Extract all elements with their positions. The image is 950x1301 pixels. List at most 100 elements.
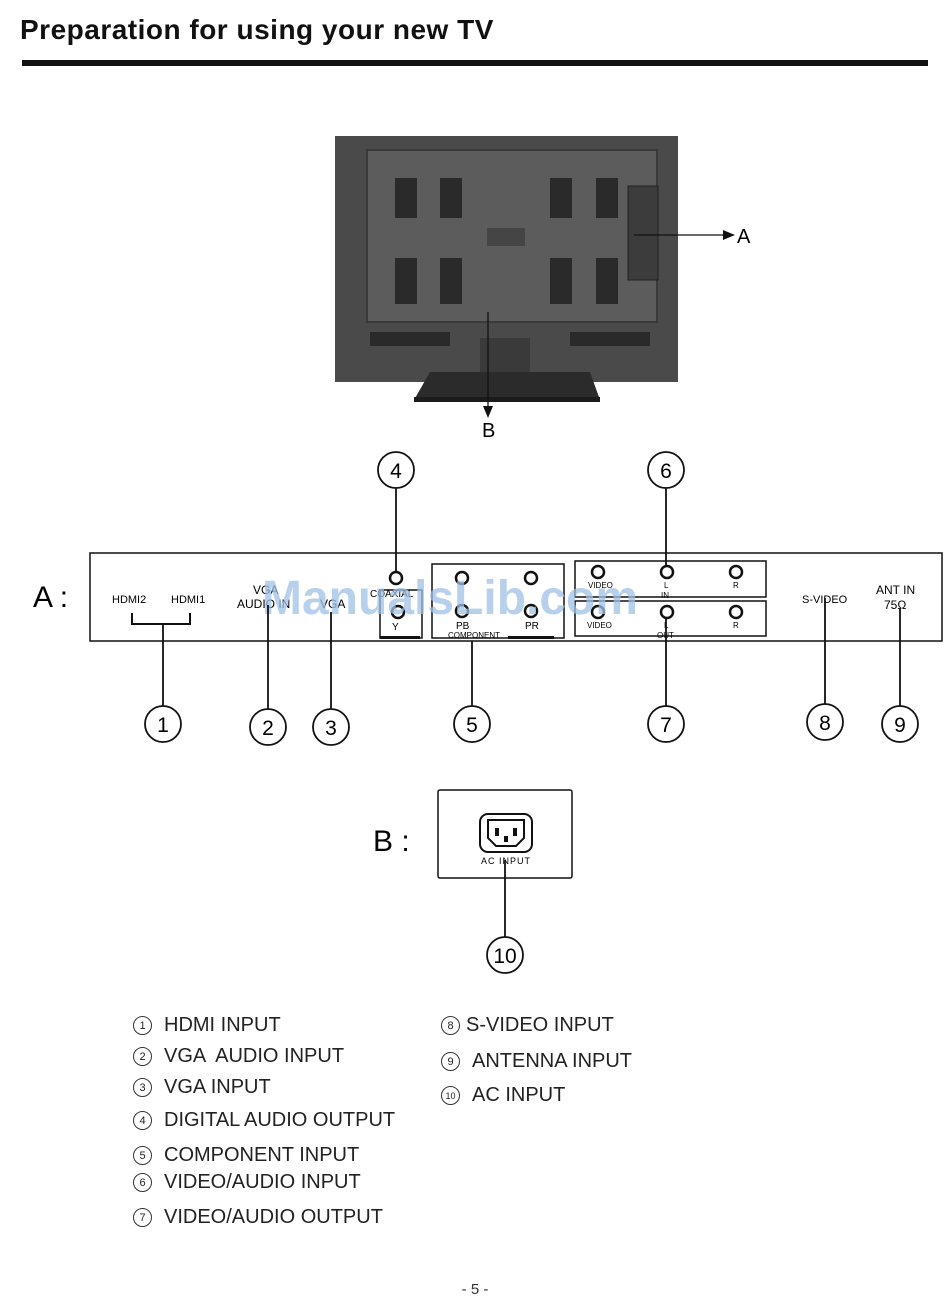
y-label: Y xyxy=(392,622,399,633)
in-l-label: L xyxy=(664,581,669,590)
panel-a-prefix: A : xyxy=(33,581,68,614)
in-l-jack xyxy=(659,564,675,580)
vga-audio-label-1: VGA xyxy=(253,583,278,597)
in-r-label: R xyxy=(733,581,739,590)
legend-num: 6 xyxy=(133,1173,152,1192)
arrow-a-head xyxy=(723,230,735,240)
vga-label: VGA xyxy=(320,597,345,611)
legend-item: 1 HDMI INPUT xyxy=(133,1014,281,1037)
callout-9-circle xyxy=(881,705,919,743)
label-a: A xyxy=(737,226,751,248)
legend-label: VIDEO/AUDIO INPUT xyxy=(164,1171,361,1193)
pr-jack xyxy=(523,603,539,619)
legend-num: 10 xyxy=(441,1086,460,1105)
legend-item: 10 AC INPUT xyxy=(441,1084,565,1107)
callout-1: 1 xyxy=(157,714,169,737)
callout-9: 9 xyxy=(894,714,906,737)
arrow-b-head xyxy=(483,406,493,418)
callout-6: 6 xyxy=(660,460,672,483)
callout-3-circle xyxy=(312,708,350,746)
legend-item: 2 VGA AUDIO INPUT xyxy=(133,1045,344,1068)
hdmi2-label: HDMI2 xyxy=(112,594,146,606)
ac-input-label: AC INPUT xyxy=(481,856,531,866)
ac-socket-outer xyxy=(479,813,533,853)
tv-rear-image xyxy=(335,136,678,402)
legend-num: 7 xyxy=(133,1208,152,1227)
callout-4: 4 xyxy=(390,460,402,483)
callout-7-circle xyxy=(647,705,685,743)
component-box xyxy=(431,563,565,639)
ac-socket-inner xyxy=(487,819,525,847)
component-jack-1 xyxy=(454,570,470,586)
legend-item: 7 VIDEO/AUDIO OUTPUT xyxy=(133,1206,383,1229)
legend-label: S-VIDEO INPUT xyxy=(466,1014,614,1036)
watermark: ManualsLib.com xyxy=(262,572,638,625)
in-video-label: VIDEO xyxy=(588,581,613,590)
callout-8: 8 xyxy=(819,712,831,735)
callout-8-circle xyxy=(806,703,844,741)
callout-1-circle xyxy=(144,705,182,743)
out-video-label: VIDEO xyxy=(587,621,612,630)
callout-10: 10 xyxy=(493,945,516,968)
legend-label: HDMI INPUT xyxy=(164,1014,281,1036)
coaxial-label: COAXIAL xyxy=(370,589,414,600)
legend-num: 5 xyxy=(133,1146,152,1165)
in-video-jack xyxy=(590,564,606,580)
hdmi-bracket xyxy=(131,613,191,625)
callout-2-circle xyxy=(249,708,287,746)
panel-b-prefix: B : xyxy=(373,825,410,858)
component-jack-2 xyxy=(523,570,539,586)
legend-label: COMPONENT INPUT xyxy=(164,1144,360,1166)
in-r-jack xyxy=(728,564,744,580)
legend-num: 9 xyxy=(441,1052,460,1071)
callout-2: 2 xyxy=(262,717,274,740)
hdmi1-label: HDMI1 xyxy=(171,594,205,606)
title-rule xyxy=(22,60,928,66)
callout-5: 5 xyxy=(466,714,478,737)
panel-a-frame xyxy=(89,552,943,642)
legend-label: ANTENNA INPUT xyxy=(472,1050,633,1072)
legend-item: 5 COMPONENT INPUT xyxy=(133,1144,359,1167)
ant-label-2: 75Ω xyxy=(884,598,906,612)
leader-lines xyxy=(162,487,901,710)
av-out-box xyxy=(574,600,767,637)
callout-7: 7 xyxy=(660,714,672,737)
callout-4-circle xyxy=(377,451,415,489)
legend-item: 6 VIDEO/AUDIO INPUT xyxy=(133,1171,361,1194)
callout-5-circle xyxy=(453,705,491,743)
legend-label: DIGITAL AUDIO OUTPUT xyxy=(164,1109,396,1131)
legend-num: 2 xyxy=(133,1047,152,1066)
callout-10-circle xyxy=(486,936,524,974)
out-r-jack xyxy=(728,604,744,620)
in-label: IN xyxy=(661,591,669,600)
panel-b-diagram: B : AC INPUT 10 xyxy=(373,789,573,974)
av-in-box xyxy=(574,560,767,598)
legend-num: 3 xyxy=(133,1078,152,1097)
legend-num: 8 xyxy=(441,1016,460,1035)
legend-label: VIDEO/AUDIO OUTPUT xyxy=(164,1206,383,1228)
legend-num: 4 xyxy=(133,1111,152,1130)
component-label: COMPONENT xyxy=(448,631,500,640)
out-l-jack xyxy=(659,604,675,620)
out-video-jack xyxy=(590,604,606,620)
pb-label: PB xyxy=(456,621,470,632)
page-number: - 5 - xyxy=(461,1281,489,1298)
connection-diagram: A B A : HDMI2 HDMI1 VGA AUDIO IN VGA COA… xyxy=(33,136,943,746)
legend-item: 9 ANTENNA INPUT xyxy=(441,1050,632,1073)
legend-label: VGA INPUT xyxy=(164,1076,271,1098)
legend-label: AC INPUT xyxy=(472,1084,566,1106)
callout-6-circle xyxy=(647,451,685,489)
legend-item: 4 DIGITAL AUDIO OUTPUT xyxy=(133,1109,395,1132)
pr-label: PR xyxy=(525,621,539,632)
vga-audio-label-2: AUDIO IN xyxy=(237,597,290,611)
legend-item: 3 VGA INPUT xyxy=(133,1076,271,1099)
legend-label: VGA AUDIO INPUT xyxy=(164,1045,345,1067)
legend-num: 1 xyxy=(133,1016,152,1035)
out-r-label: R xyxy=(733,621,739,630)
callout-3: 3 xyxy=(325,717,337,740)
pb-jack xyxy=(454,603,470,619)
legend-item: 8 S-VIDEO INPUT xyxy=(441,1014,614,1037)
ant-label-1: ANT IN xyxy=(876,583,915,597)
label-b: B xyxy=(482,420,495,442)
page-title: Preparation for using your new TV xyxy=(20,14,494,45)
